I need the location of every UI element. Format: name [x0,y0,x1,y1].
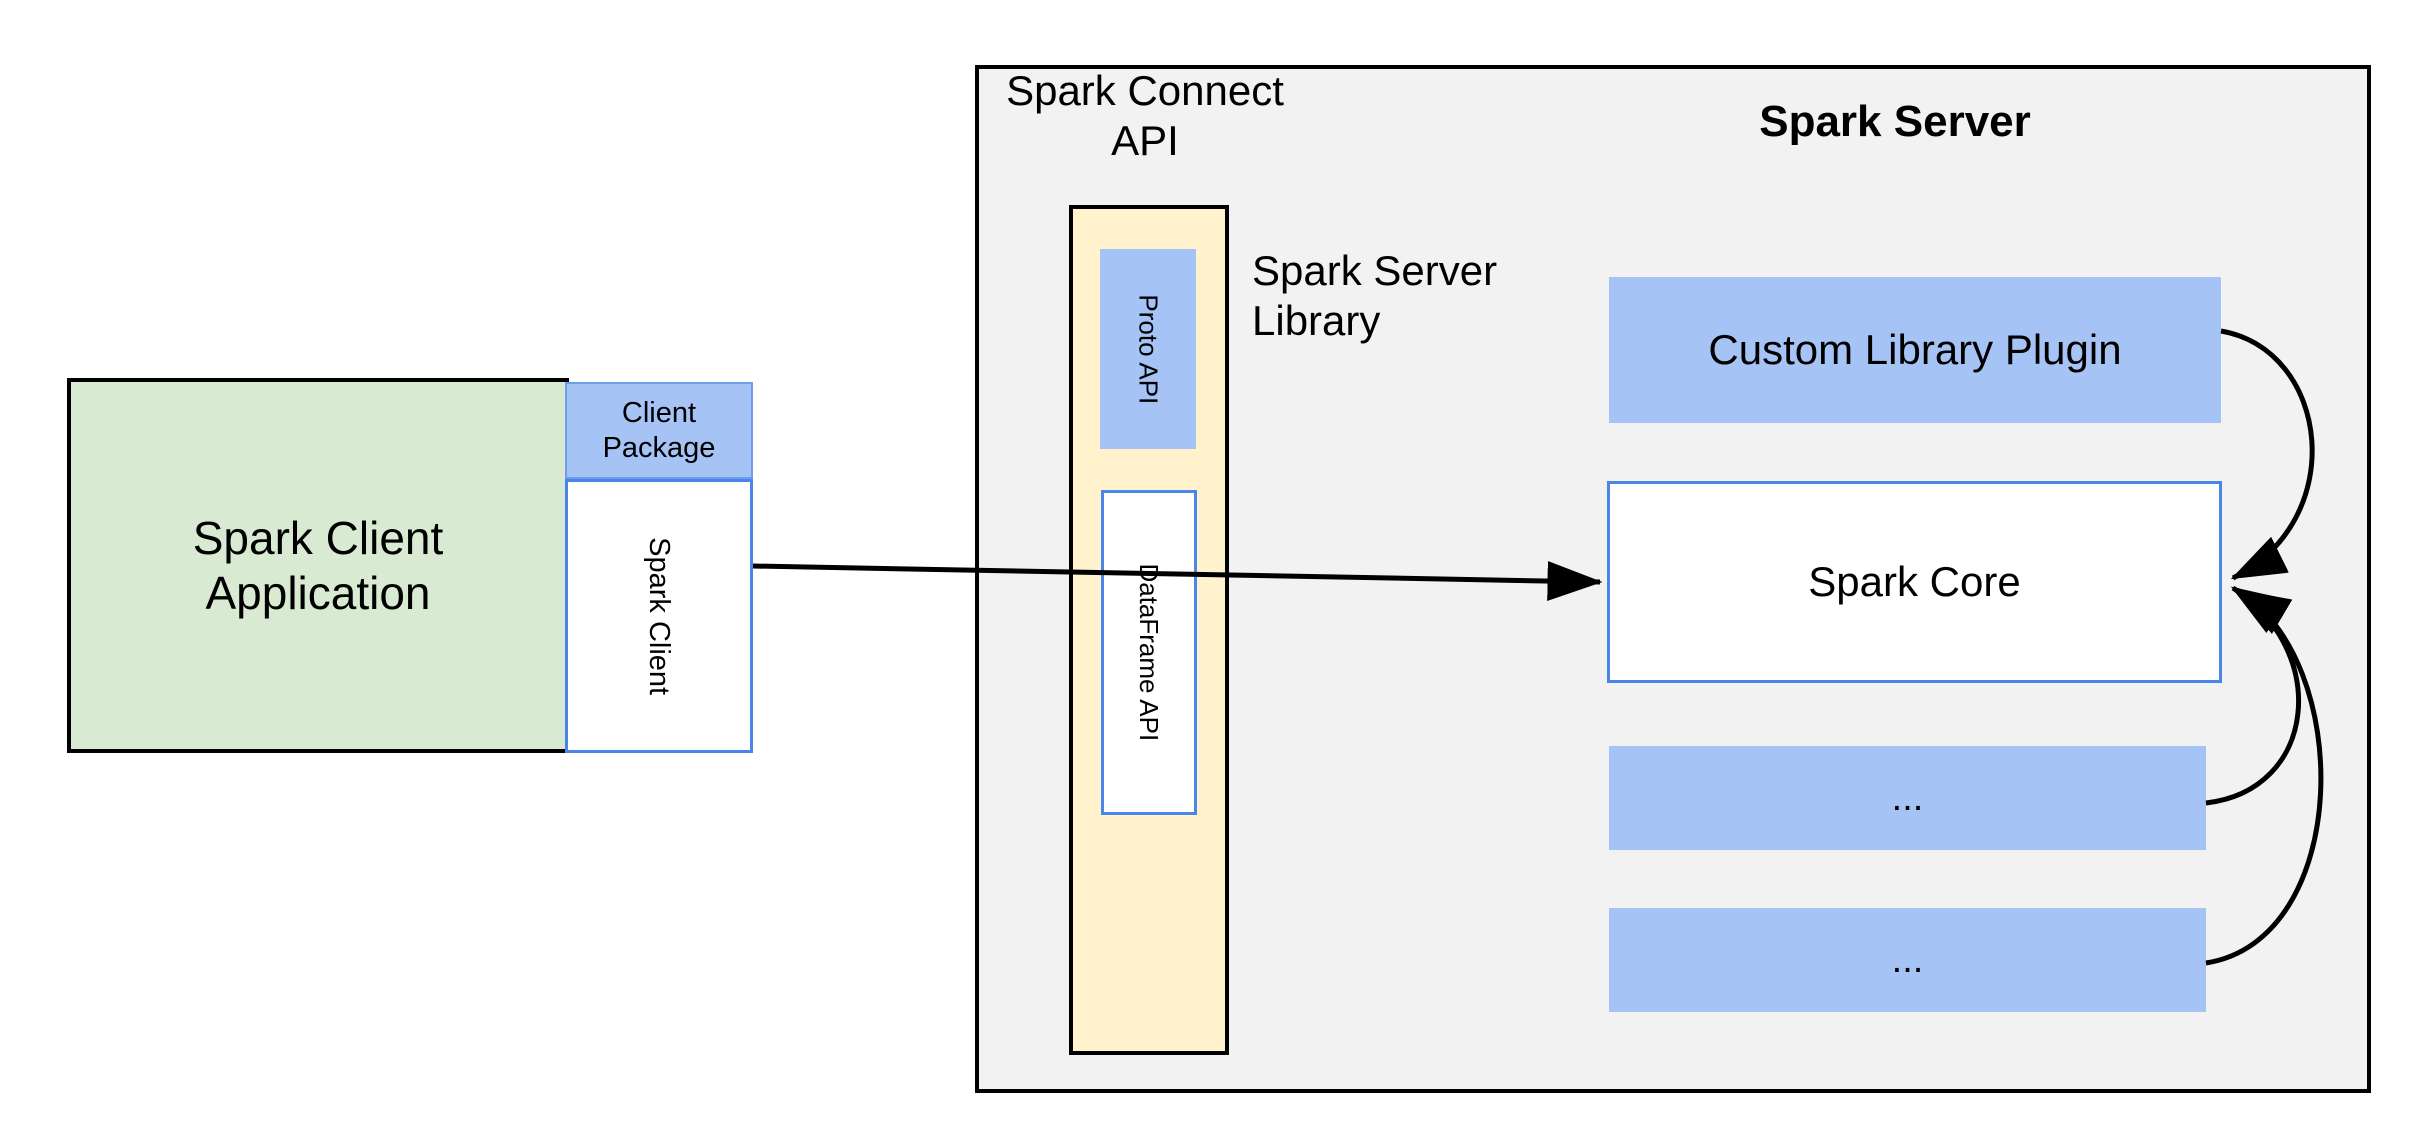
placeholder-component-label-1: ... [1891,776,1924,819]
spark-client-box[interactable]: Spark Client [565,479,753,753]
placeholder-component-box-2[interactable]: ... [1609,908,2206,1012]
client-package-box[interactable]: Client Package [565,382,753,479]
client-package-label: Client Package [602,397,716,464]
spark-connect-api-label: Spark Connect API [1006,67,1284,164]
spark-client-application-label: Spark Client Application [192,512,444,619]
custom-library-plugin-label: Custom Library Plugin [1708,326,2122,374]
custom-library-plugin-box[interactable]: Custom Library Plugin [1609,277,2221,423]
spark-server-library-label: Spark Server Library [1252,247,1498,344]
placeholder-component-label-2: ... [1891,938,1924,981]
dataframe-api-label: DataFrame API [1134,563,1165,742]
spark-server-title: Spark Server [1759,97,2031,146]
spark-core-box[interactable]: Spark Core [1607,481,2222,683]
dataframe-api-box[interactable]: DataFrame API [1101,490,1197,815]
proto-api-label: Proto API [1133,294,1164,404]
spark-client-label: Spark Client [643,537,676,695]
placeholder-component-box-1[interactable]: ... [1609,746,2206,850]
proto-api-box[interactable]: Proto API [1100,249,1196,449]
spark-client-application-box[interactable]: Spark Client Application [67,378,569,753]
spark-core-label: Spark Core [1808,558,2021,606]
